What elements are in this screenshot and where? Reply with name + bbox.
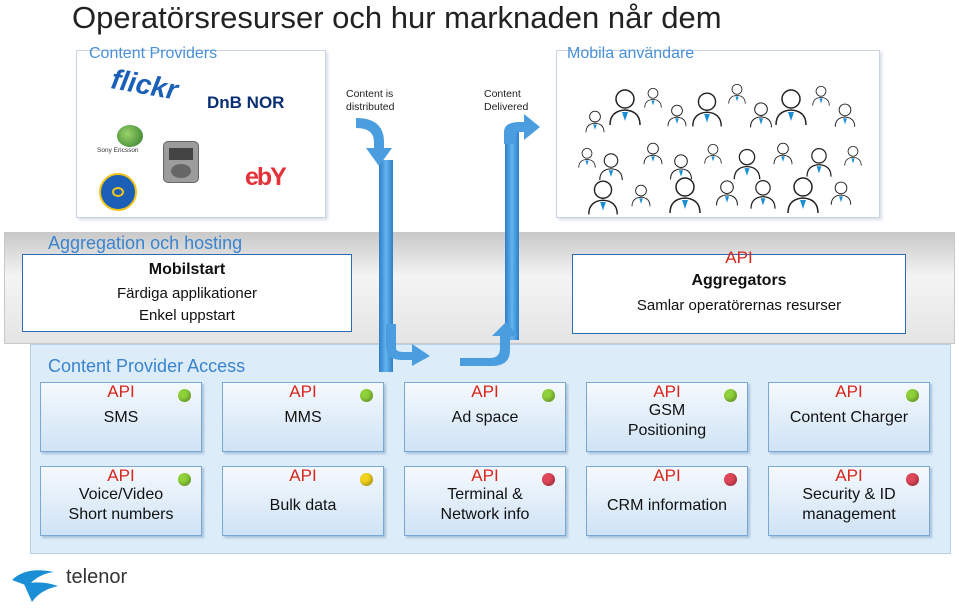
status-red-icon bbox=[542, 473, 555, 486]
mobilstart-box: Mobilstart Färdiga applikationer Enkel u… bbox=[22, 254, 352, 332]
api-tag: API bbox=[725, 248, 753, 267]
status-red-icon bbox=[906, 473, 919, 486]
ebay-logo: ebY bbox=[245, 163, 287, 191]
telenor-brand: telenor bbox=[66, 566, 128, 588]
radio-icon bbox=[163, 141, 199, 183]
status-red-icon bbox=[724, 473, 737, 486]
api-tag: API bbox=[107, 466, 135, 485]
status-green-icon bbox=[178, 473, 191, 486]
sony-ericsson-logo: Sony Ericsson bbox=[97, 147, 139, 154]
status-green-icon bbox=[724, 389, 737, 402]
api-box-mms[interactable]: API MMS bbox=[222, 382, 384, 452]
api-tag: API bbox=[653, 466, 681, 485]
api-box-label: Bulk data bbox=[269, 497, 337, 514]
api-box-terminal-network[interactable]: API Terminal & Network info bbox=[404, 466, 566, 536]
status-green-icon bbox=[542, 389, 555, 402]
user-crowd-icon bbox=[578, 83, 862, 216]
mobilstart-heading: Mobilstart bbox=[148, 261, 226, 278]
sony-ericsson-icon bbox=[117, 125, 143, 147]
api-box-label: CRM information bbox=[606, 497, 728, 514]
api-box-label: Ad space bbox=[451, 409, 519, 426]
aggregators-box: API Aggregators Samlar operatörernas res… bbox=[572, 249, 906, 334]
api-box-ad-space[interactable]: API Ad space bbox=[404, 382, 566, 452]
api-box-crm-information[interactable]: API CRM information bbox=[586, 466, 748, 536]
api-tag: API bbox=[835, 466, 863, 485]
api-tag: API bbox=[653, 382, 681, 401]
distribute-down-arrow-icon bbox=[386, 324, 430, 366]
api-box-content-charger[interactable]: API Content Charger bbox=[768, 382, 930, 452]
aggregators-line1: Samlar operatörernas resurser bbox=[636, 297, 842, 314]
access-title: Content Provider Access bbox=[48, 356, 246, 376]
api-tag: API bbox=[471, 466, 499, 485]
api-box-label: Security & ID management bbox=[802, 486, 896, 523]
status-yellow-icon bbox=[360, 473, 373, 486]
api-box-label: Content Charger bbox=[789, 409, 909, 426]
api-tag: API bbox=[107, 382, 135, 401]
api-box-gsm-positioning[interactable]: API GSM Positioning bbox=[586, 382, 748, 452]
flickr-logo: flickr bbox=[108, 63, 181, 106]
distribute-arrow-icon bbox=[356, 118, 392, 166]
page-title: Operatörsresurser och hur marknaden når … bbox=[72, 0, 722, 35]
delivery-flow-bar bbox=[505, 130, 519, 340]
content-distributed-label: Content is distributed bbox=[346, 88, 395, 113]
posten-logo-icon bbox=[99, 173, 137, 211]
status-green-icon bbox=[360, 389, 373, 402]
dnbnor-logo: DnB NOR bbox=[207, 93, 285, 112]
status-green-icon bbox=[906, 389, 919, 402]
telenor-logo-icon bbox=[12, 570, 58, 602]
api-box-label: GSM Positioning bbox=[627, 402, 707, 439]
api-tag: API bbox=[289, 466, 317, 485]
api-box-label: Terminal & Network info bbox=[440, 486, 530, 523]
distribution-flow-bar bbox=[379, 160, 393, 372]
api-box-label: Voice/Video Short numbers bbox=[68, 486, 174, 523]
api-box-bulk-data[interactable]: API Bulk data bbox=[222, 466, 384, 536]
api-tag: API bbox=[471, 382, 499, 401]
api-box-label: MMS bbox=[284, 409, 322, 426]
api-tag: API bbox=[835, 382, 863, 401]
deliver-arrow-icon bbox=[504, 114, 540, 144]
aggregators-heading: Aggregators bbox=[691, 272, 787, 289]
content-providers-title: Content Providers bbox=[89, 45, 218, 62]
api-tag: API bbox=[289, 382, 317, 401]
mobilstart-line2: Enkel uppstart bbox=[139, 307, 235, 324]
api-box-sms[interactable]: API SMS bbox=[40, 382, 202, 452]
api-box-voice-video[interactable]: API Voice/Video Short numbers bbox=[40, 466, 202, 536]
content-delivered-label: Content Delivered bbox=[484, 88, 529, 113]
aggregation-title: Aggregation och hosting bbox=[48, 233, 243, 253]
api-box-security-id[interactable]: API Security & ID management bbox=[768, 466, 930, 536]
mobilstart-line1: Färdiga applikationer bbox=[116, 285, 258, 302]
content-providers-panel: Content Providers flickr DnB NOR Sony Er… bbox=[76, 45, 326, 218]
api-box-label: SMS bbox=[103, 409, 139, 426]
status-green-icon bbox=[178, 389, 191, 402]
mobile-users-title: Mobila användare bbox=[567, 45, 695, 62]
deliver-up-arrow-icon bbox=[460, 322, 518, 366]
mobile-users-panel: Mobila användare bbox=[556, 45, 880, 218]
